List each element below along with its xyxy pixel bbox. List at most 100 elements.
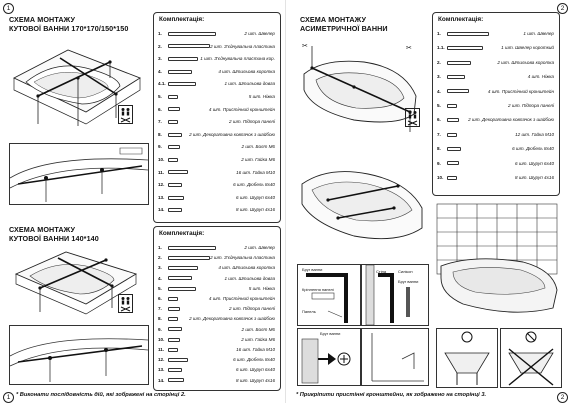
kit-item-label: 1 шт. Штильова довга [224, 81, 275, 87]
kit-item-number: 6. [158, 106, 162, 112]
part-icon [168, 266, 198, 271]
kit-item-label: 16 шт. Гайка М10 [236, 347, 275, 352]
kit-item-label: 2 шт. Штильова коротка [497, 59, 554, 65]
kit-item: 14.8 шт. Шуруп 4х16 [158, 206, 275, 214]
kit-item-number: 4.1. [158, 81, 166, 87]
kit-item-label: 2 шт. Гайка М6 [241, 336, 275, 342]
assembly-title-corner-170: СХЕМА МОНТАЖУ КУТОВОЇ ВАННИ 170*170/150*… [9, 15, 129, 33]
kit-item: 8.2 шт. Декоративна ковпачок з шайбою [158, 315, 275, 323]
part-icon [168, 286, 196, 291]
page-number-badge: 2 [557, 3, 568, 14]
kit-item-label: 4 шт. Штильова коротка [218, 265, 275, 271]
kit-item-number: 3. [158, 56, 162, 62]
kit-item: 10. 2 шт. Гайка М6 [158, 156, 275, 164]
kit-item: 2.2 шт. З'єднувальна пластина [158, 254, 275, 262]
part-icon [168, 255, 210, 260]
part-icon [168, 276, 192, 281]
kit-item: 1.2 шт. Швелер [158, 244, 275, 252]
kit-item-label: 4 шт. Пристінний кронштейн [208, 296, 275, 301]
kit-item-number: 11. [158, 347, 165, 352]
kit-item-number: 12. [158, 357, 165, 363]
page-number-badge: 2 [557, 392, 568, 403]
title-line: СХЕМА МОНТАЖУ [9, 15, 76, 24]
part-icon [168, 182, 182, 187]
kit-item-label: 4 шт. Пристінний кронштейн [487, 88, 554, 94]
kit-heading: Комплектація: [438, 16, 484, 23]
asymmetric-bath-drawing: ✂ ✂ [294, 40, 426, 140]
kit-item-number: 2. [437, 59, 441, 65]
kit-item-number: 1. [437, 31, 441, 36]
kit-item: 6.4 шт. Пристінний кронштейн [158, 106, 275, 114]
frame-detail-drawing [9, 143, 149, 205]
part-icon [168, 82, 196, 87]
corner-bath-drawing [8, 38, 146, 132]
part-icon [168, 357, 188, 362]
part-icon [447, 74, 465, 79]
part-icon [447, 46, 483, 51]
kit-item: 5.2 шт. Підпора панелі [437, 102, 554, 110]
kit-item-label: 2 шт. Декоративна ковпачок з шайбою [189, 131, 275, 137]
page-number-badge: 1 [3, 392, 14, 403]
kit-item: 8. 6 шт. Дюбель 8х40 [437, 145, 554, 153]
two-person-icon [405, 108, 420, 127]
kit-item-number: 10. [158, 157, 165, 162]
kit-item: 1.1.1 шт. Швелер короткий [437, 44, 554, 52]
kit-item: 7.12 шт. Гайка М10 [437, 131, 554, 139]
title-line: КУТОВОЇ ВАННИ 170*170/150*150 [9, 23, 129, 33]
kit-item-label: 2 шт. Болт М6 [241, 144, 276, 150]
kit-item-label: 2 шт. З'єднувальна пластина [210, 43, 275, 49]
kit-item-number: 12. [158, 182, 165, 188]
corner-bath-drawing [8, 244, 146, 316]
part-icon [168, 327, 182, 332]
tiled-wall-bath-drawing [433, 200, 561, 320]
kit-list-box: Комплектація: 1.1 шт. Швелер 1.1.1 шт. Шв… [432, 12, 560, 196]
kit-item-number: 1. [158, 31, 162, 36]
kit-item: 1.1 шт. Швелер [437, 30, 554, 38]
kit-item: 12.6 шт. Дюбель 8х40 [158, 181, 275, 189]
part-icon [168, 347, 178, 352]
wall-silicone-detail: Стіна Силікон Бруг ванни [361, 264, 429, 326]
part-icon [168, 157, 178, 162]
kit-item-label: 2 шт. Швелер [244, 31, 275, 36]
kit-item: 5.5 шт. Ніжка [158, 285, 275, 293]
kit-item-number: 8. [158, 316, 162, 322]
kit-item-number: 10. [437, 175, 444, 180]
kit-item-label: 4 шт. Ніжка [527, 74, 554, 80]
kit-item-label: 2 шт. Підпора панелі [229, 119, 275, 125]
kit-item-number: 13. [158, 367, 165, 373]
kit-item: 9.6 шт. Шуруп 6х40 [437, 160, 554, 168]
part-icon [447, 118, 459, 123]
incorrect-leg-detail [500, 328, 562, 388]
kit-item-label: 2 шт. Швелер [244, 245, 275, 250]
part-icon [168, 107, 180, 112]
kit-item-number: 2. [158, 255, 162, 261]
kit-item-label: 2 шт. Підпора панелі [508, 103, 554, 108]
kit-item-number: 8. [437, 146, 441, 152]
kit-item-number: 9. [158, 326, 162, 332]
kit-item-label: 6 шт. Дюбель 8х40 [233, 357, 275, 363]
kit-item-number: 7. [437, 131, 441, 137]
kit-list-box: Комплектація: 1.2 шт. Швелер 2.2 шт. З'єд… [153, 226, 281, 391]
part-icon [447, 103, 457, 108]
title-line: КУТОВОЇ ВАННИ 140*140 [9, 233, 99, 243]
title-line: АСИМЕТРИЧНОЇ ВАННИ [300, 23, 388, 33]
kit-item: 13.6 шт. Шуруп 6х40 [158, 366, 275, 374]
part-icon [168, 170, 188, 175]
kit-item: 1. 2 шт. Швелер [158, 30, 275, 38]
kit-item-number: 9. [158, 144, 162, 150]
kit-heading: Комплектація: [159, 230, 205, 237]
kit-item: 4.4 шт. Штильова коротка [158, 68, 275, 76]
page-divider [285, 0, 286, 403]
kit-item-label: 1 шт. Швелер короткий [501, 45, 554, 51]
part-icon [447, 89, 469, 94]
kit-item: 5.5 шт. Ніжка [158, 93, 275, 101]
kit-item-number: 6. [158, 296, 162, 301]
kit-item-label: 6 шт. Дюбель 8х40 [512, 146, 554, 152]
part-icon [168, 296, 178, 301]
kit-item: 4.1. 1 шт. Штильова довга [158, 80, 275, 88]
part-icon [447, 60, 471, 65]
kit-item-label: 2 шт. Гайка М6 [241, 157, 275, 162]
part-icon [168, 145, 180, 150]
detail-label: Бруг ванни [398, 279, 419, 284]
part-icon [447, 31, 489, 36]
